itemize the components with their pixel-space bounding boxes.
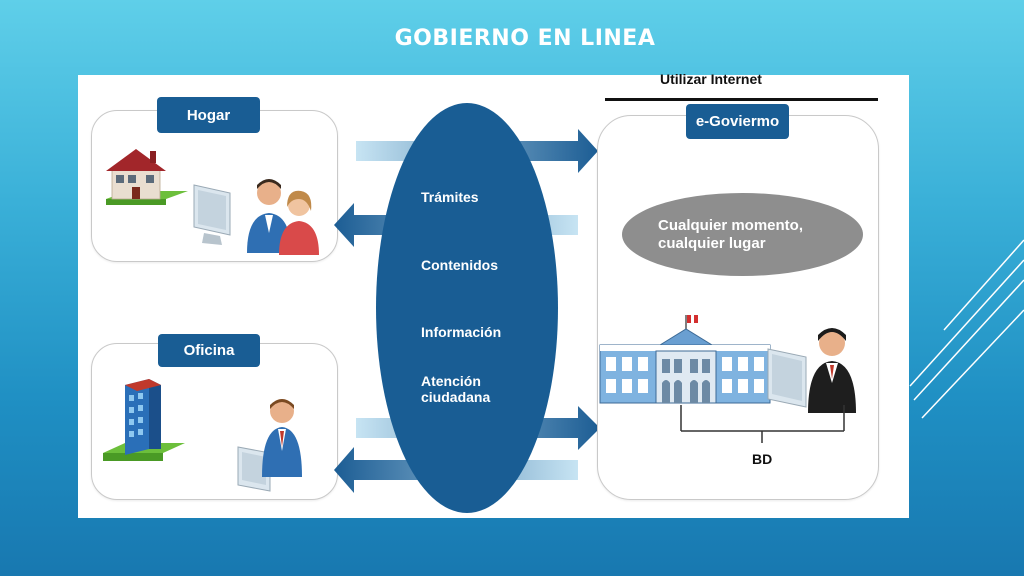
hogar-label: Hogar [157,97,260,133]
slide-title: GOBIERNO EN LINEA [394,26,656,51]
bubble-line-1: Cualquier momento, [658,217,804,234]
computer-icon [193,184,231,245]
worker-icon [237,399,302,492]
egobierno-label: e-Goviermo [686,104,789,139]
anytime-bubble: Cualquier momento, cualquier lugar [622,193,863,276]
building-icon [103,379,185,461]
item-atencion: Atención ciudadana [421,373,491,405]
item-informacion: Información [421,324,502,340]
bubble-line-2: cualquier lugar [658,235,766,252]
diagram-panel: Utilizar Internet Hogar Oficina [78,71,909,518]
decorative-lines [909,239,1024,419]
house-icon [106,149,188,205]
bd-connector [680,405,845,443]
header-rule [605,98,878,101]
bd-label: BD [752,451,773,467]
internet-header: Utilizar Internet [660,71,762,87]
executive-computer-icon [767,328,856,413]
couple-icon [247,179,319,255]
government-building-icon [599,315,771,404]
oficina-label: Oficina [158,334,260,367]
services-ellipse [376,103,558,513]
item-tramites: Trámites [421,189,479,205]
item-contenidos: Contenidos [421,257,498,273]
egobierno-box [597,115,879,500]
